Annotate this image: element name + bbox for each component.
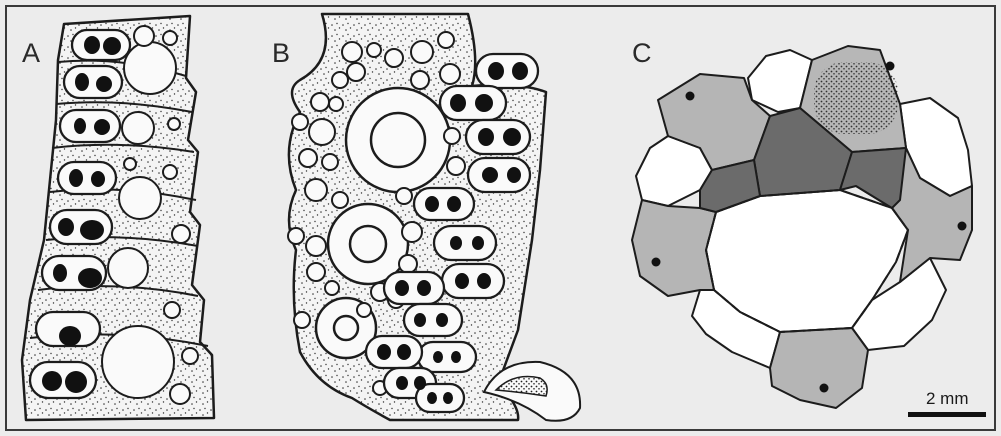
panel-c-dense-stipple bbox=[814, 62, 898, 134]
scale-bar-label: 2 mm bbox=[926, 389, 969, 408]
panel-b-letter: B bbox=[272, 38, 290, 68]
panel-a-letter: A bbox=[22, 38, 40, 68]
scale-bar-line bbox=[908, 412, 986, 417]
panel-c-letter: C bbox=[632, 38, 652, 68]
